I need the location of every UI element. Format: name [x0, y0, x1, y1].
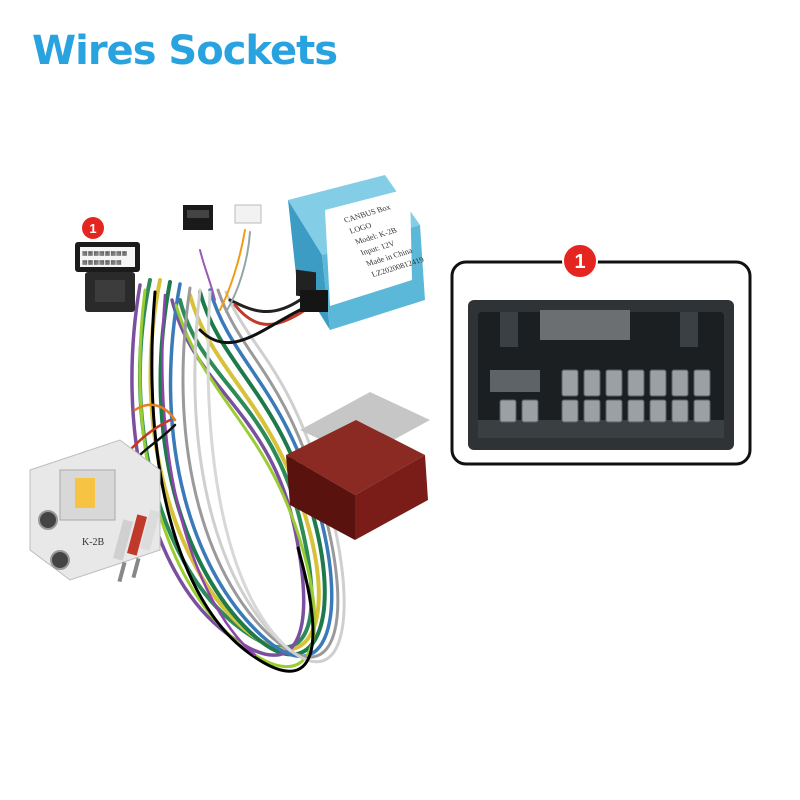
page-title: Wires Sockets	[32, 28, 338, 74]
rca-adapter-label: K-2B	[82, 537, 105, 548]
connector-sticker-line-1: ▦▦▦▦▦▦▦▦	[82, 251, 128, 257]
canbus-module: CANBUS Box LOGO Model: K-2B Input: 12V M…	[288, 175, 425, 330]
filter-module	[286, 392, 430, 540]
rca-adapter: K-2B	[29, 439, 161, 583]
small-plugs	[183, 204, 262, 230]
detail-callout-number: 1	[574, 251, 585, 273]
harness-callout-number: 1	[89, 221, 96, 236]
harness-callout: 1	[82, 217, 104, 239]
wire-bundle	[128, 229, 346, 673]
harness-connector: ▦▦▦▦▦▦▦▦ ▦▦▦▦▦▦▦	[75, 242, 140, 312]
detail-callout: 1	[562, 243, 598, 279]
connector-detail-panel	[450, 260, 752, 466]
connector-sticker-line-2: ▦▦▦▦▦▦▦	[82, 260, 122, 266]
